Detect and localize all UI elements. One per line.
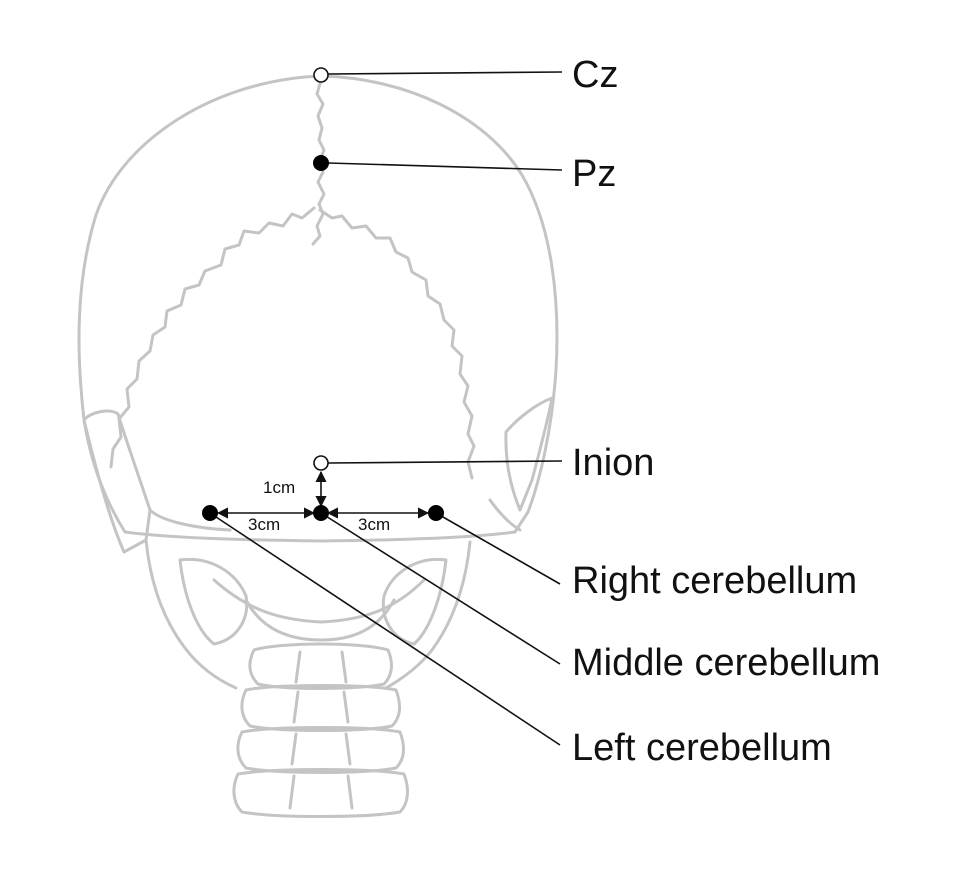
cz-marker (314, 68, 328, 82)
dimension-label-vertical: 1cm (263, 478, 295, 497)
pz-marker (313, 155, 329, 171)
mastoid-right (490, 500, 520, 530)
leader-pz (328, 163, 562, 170)
jaw-inner-left (180, 559, 247, 644)
label-middle-cerebellum: Middle cerebellum (572, 642, 880, 684)
inion-marker (314, 456, 328, 470)
left-temporal (84, 411, 150, 552)
right-cerebellum-marker (428, 505, 444, 521)
leader-middle-cerebellum (321, 513, 560, 664)
cervical-vertebrae (234, 644, 408, 817)
label-cz: Cz (572, 54, 618, 96)
electrode-markers (202, 68, 444, 521)
leader-right-cerebellum (436, 513, 560, 584)
lambdoid-suture-right (320, 210, 474, 478)
skull-drawing (79, 76, 557, 817)
dimension-markers: 1cm 3cm 3cm (218, 472, 428, 534)
lambdoid-suture-left (111, 208, 314, 467)
label-inion: Inion (572, 442, 654, 484)
label-right-cerebellum: Right cerebellum (572, 560, 857, 602)
leader-inion (328, 461, 562, 463)
electrode-labels: Cz Pz Inion Right cerebellum Middle cere… (572, 54, 880, 769)
cranium-outline (79, 76, 557, 541)
label-left-cerebellum: Left cerebellum (572, 727, 832, 769)
dimension-label-right: 3cm (358, 515, 390, 534)
leader-cz (328, 72, 562, 74)
dimension-label-left: 3cm (248, 515, 280, 534)
leader-lines (210, 72, 562, 745)
leader-left-cerebellum (210, 513, 560, 745)
left-cerebellum-marker (202, 505, 218, 521)
middle-cerebellum-marker (313, 505, 329, 521)
label-pz: Pz (572, 153, 616, 195)
